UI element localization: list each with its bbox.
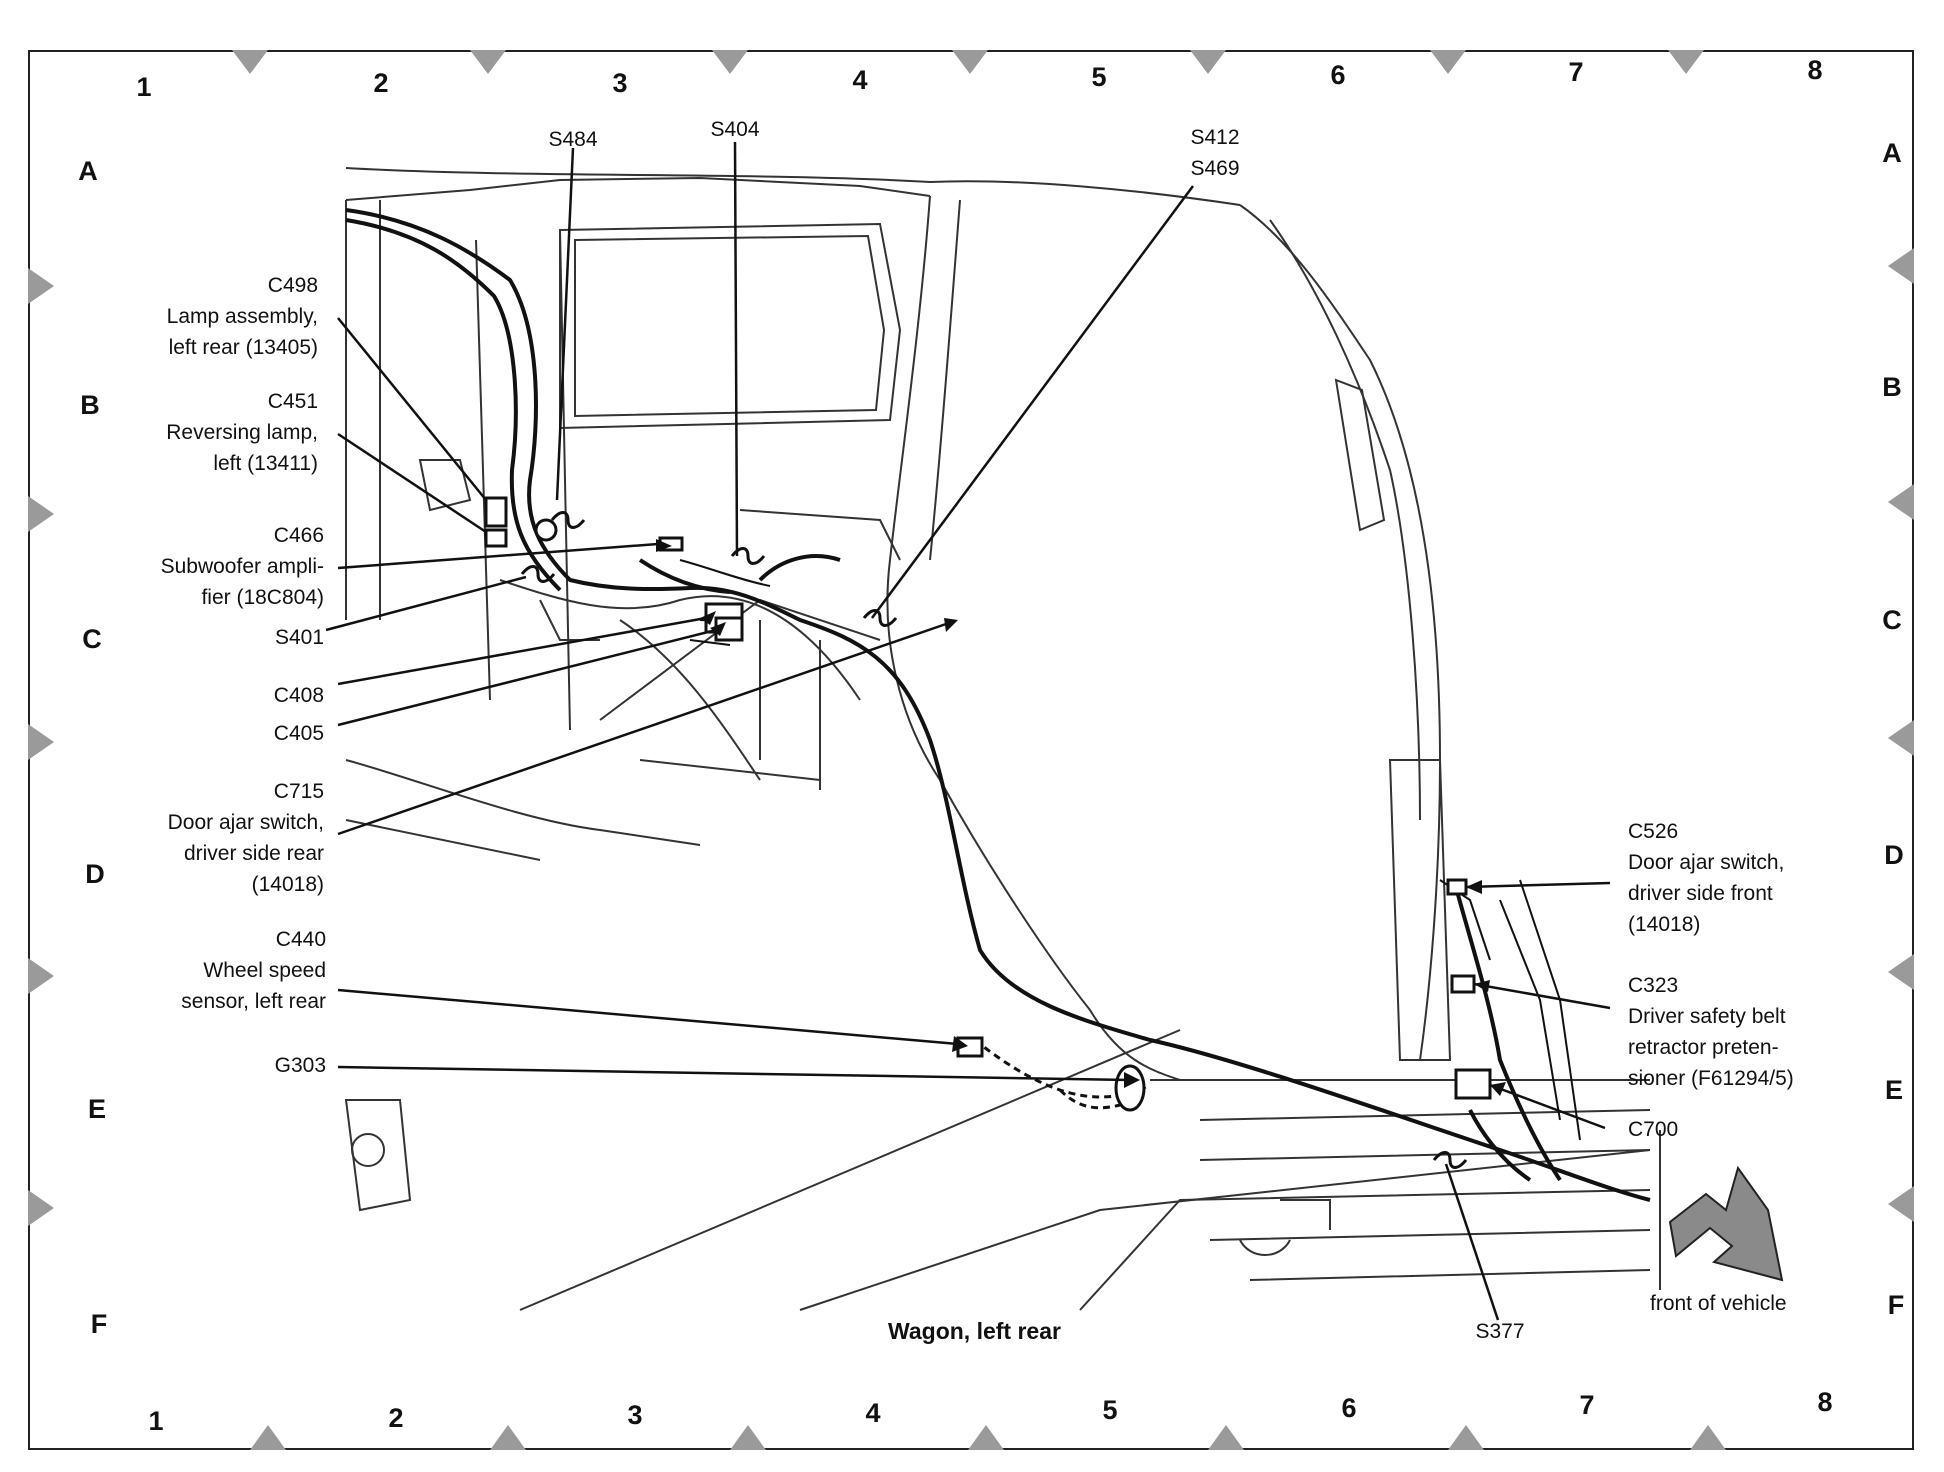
callout-c323-desc-3: sioner (F61294/5) bbox=[1628, 1067, 1794, 1090]
grid-col-bottom-5: 5 bbox=[1102, 1395, 1118, 1425]
grid-col-top-7: 7 bbox=[1568, 57, 1584, 87]
grid-col-top-8: 8 bbox=[1807, 55, 1823, 85]
callout-c498-id: C498 bbox=[267, 274, 318, 297]
grid-col-top-1: 1 bbox=[136, 72, 152, 102]
callout-c700-id: C700 bbox=[1628, 1118, 1679, 1141]
callout-c440: C440 Wheel speed sensor, left rear bbox=[60, 924, 326, 1017]
diagram-caption: Wagon, left rear bbox=[888, 1318, 1061, 1344]
grid-row-left-f: F bbox=[90, 1309, 108, 1339]
callout-c451-desc-1: Reversing lamp, bbox=[166, 421, 318, 444]
callout-c715-desc-3: (14018) bbox=[251, 873, 324, 896]
grid-col-bottom-8: 8 bbox=[1817, 1387, 1833, 1417]
callout-c408-id: C408 bbox=[273, 684, 324, 707]
grid-col-bottom-1: 1 bbox=[148, 1406, 164, 1436]
callout-s377-id: S377 bbox=[1475, 1320, 1525, 1343]
front-of-vehicle-label: front of vehicle bbox=[1650, 1292, 1787, 1315]
callout-c498-desc-2: left rear (13405) bbox=[168, 336, 318, 359]
grid-col-top-4: 4 bbox=[852, 65, 868, 95]
callout-c323-id: C323 bbox=[1628, 974, 1679, 997]
grid-col-top-6: 6 bbox=[1330, 60, 1346, 90]
grid-row-left-c: C bbox=[82, 624, 102, 654]
splice-symbols bbox=[520, 511, 1468, 1169]
callout-c440-id: C440 bbox=[275, 928, 326, 951]
callout-s412-s469: S412 S469 bbox=[1150, 122, 1280, 184]
grid-row-left-a: A bbox=[78, 156, 98, 186]
grid-row-right-a: A bbox=[1882, 138, 1902, 168]
wheel-speed-lead bbox=[974, 1038, 1151, 1110]
callout-s401-id: S401 bbox=[274, 626, 324, 649]
grid-col-bottom-3: 3 bbox=[627, 1400, 643, 1430]
vehicle-body-outline bbox=[344, 167, 1661, 1311]
callout-c526: C526 Door ajar switch, driver side front… bbox=[1628, 816, 1784, 940]
callout-c498: C498 Lamp assembly, left rear (13405) bbox=[60, 270, 318, 363]
callout-c323-desc-2: retractor preten- bbox=[1628, 1036, 1779, 1059]
grid-col-bottom-4: 4 bbox=[865, 1398, 881, 1428]
wiring-harness-detail bbox=[679, 559, 1581, 1141]
grid-row-right-e: E bbox=[1884, 1075, 1903, 1105]
callout-s484-id: S484 bbox=[548, 128, 598, 151]
callout-s377: S377 bbox=[1440, 1316, 1560, 1347]
callout-c451-id: C451 bbox=[267, 390, 318, 413]
callout-c466: C466 Subwoofer ampli- fier (18C804) bbox=[60, 520, 324, 613]
grid-row-right-f: F bbox=[1887, 1290, 1905, 1320]
callout-c408: C408 bbox=[60, 680, 324, 711]
grid-col-bottom-2: 2 bbox=[388, 1403, 404, 1433]
callout-c440-desc-1: Wheel speed bbox=[203, 959, 326, 982]
callout-c526-id: C526 bbox=[1628, 820, 1679, 843]
grid-col-top-2: 2 bbox=[373, 68, 389, 98]
callout-g303-id: G303 bbox=[274, 1054, 326, 1077]
callout-s404-id: S404 bbox=[710, 118, 760, 141]
callout-c466-id: C466 bbox=[273, 524, 324, 547]
callout-c715-desc-1: Door ajar switch, bbox=[167, 811, 324, 834]
callout-c715-desc-2: driver side rear bbox=[183, 842, 324, 865]
grid-row-left-e: E bbox=[87, 1094, 106, 1124]
callout-c466-desc-1: Subwoofer ampli- bbox=[160, 555, 324, 578]
grid-row-right-d: D bbox=[1884, 840, 1904, 870]
callout-c323-desc-1: Driver safety belt bbox=[1628, 1005, 1786, 1028]
grid-row-left-b: B bbox=[80, 390, 100, 420]
callout-s484: S484 bbox=[508, 124, 638, 155]
callout-c405-id: C405 bbox=[273, 722, 324, 745]
callout-c323: C323 Driver safety belt retractor preten… bbox=[1628, 970, 1794, 1094]
callout-s401: S401 bbox=[60, 622, 324, 653]
grid-col-bottom-7: 7 bbox=[1579, 1390, 1595, 1420]
callout-c405: C405 bbox=[60, 718, 324, 749]
callout-c715-id: C715 bbox=[273, 780, 324, 803]
callout-c498-desc-1: Lamp assembly, bbox=[166, 305, 318, 328]
callout-c526-desc-1: Door ajar switch, bbox=[1628, 851, 1785, 874]
callout-c440-desc-2: sensor, left rear bbox=[181, 990, 326, 1013]
callout-c715: C715 Door ajar switch, driver side rear … bbox=[60, 776, 324, 900]
grid-col-bottom-6: 6 bbox=[1341, 1393, 1357, 1423]
wiring-harness bbox=[345, 208, 1651, 1202]
callout-c451: C451 Reversing lamp, left (13411) bbox=[60, 386, 318, 479]
grid-col-top-3: 3 bbox=[612, 68, 628, 98]
callout-g303: G303 bbox=[60, 1050, 326, 1081]
front-of-vehicle-arrow bbox=[1668, 1165, 1784, 1282]
callout-s404: S404 bbox=[670, 114, 800, 145]
callout-s469-id: S469 bbox=[1190, 157, 1240, 180]
grid-row-left-d: D bbox=[85, 859, 105, 889]
callout-c526-desc-2: driver side front bbox=[1628, 882, 1773, 905]
grid-row-right-c: C bbox=[1882, 605, 1902, 635]
callout-c526-desc-3: (14018) bbox=[1628, 913, 1701, 936]
leader-arrowheads bbox=[656, 539, 1506, 1096]
grid-col-top-5: 5 bbox=[1091, 62, 1107, 92]
leader-lines bbox=[325, 141, 1611, 1321]
callout-c451-desc-2: left (13411) bbox=[213, 452, 318, 475]
grid-markers bbox=[28, 50, 1914, 1450]
callout-s412-id: S412 bbox=[1190, 126, 1240, 149]
grid-row-right-b: B bbox=[1882, 372, 1902, 402]
callout-c466-desc-2: fier (18C804) bbox=[201, 586, 324, 609]
callout-c700: C700 bbox=[1628, 1114, 1678, 1145]
